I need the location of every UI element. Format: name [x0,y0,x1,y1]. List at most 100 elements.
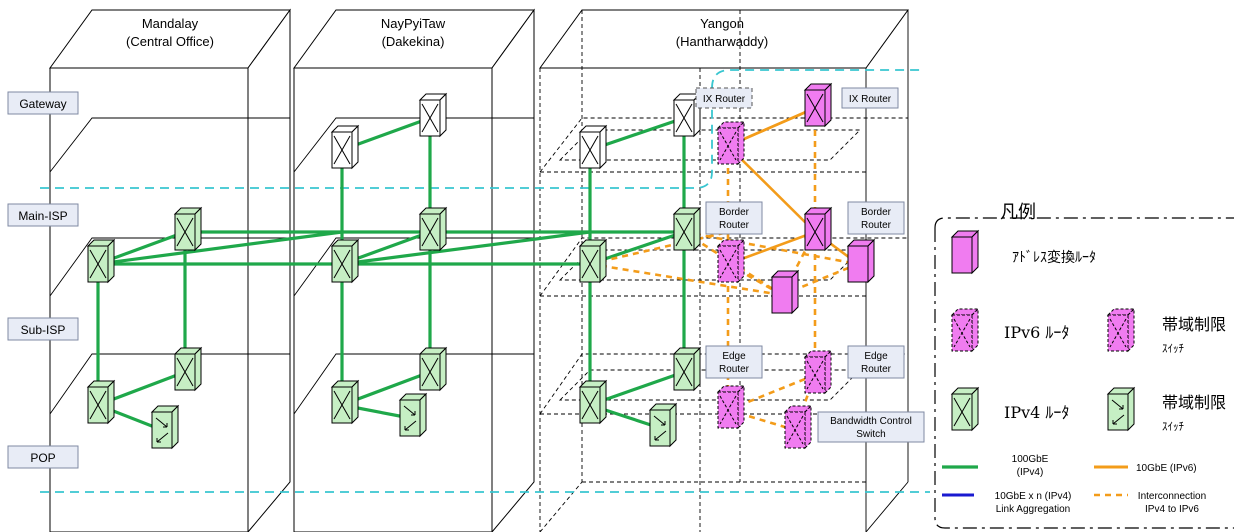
svg-text:Edge: Edge [722,351,746,362]
svg-text:Bandwidth Control: Bandwidth Control [830,416,912,427]
gateway-boundary-line [40,69,925,189]
legend-line-10gbe-lag: 10GbE x n (IPv4) Link Aggregation [942,491,1071,515]
ipv6-router-icon [716,238,746,284]
svg-text:ｽｲｯﾁ: ｽｲｯﾁ [1162,342,1184,355]
ipv4-router-icon [578,379,608,425]
svg-text:10GbE x n (IPv4): 10GbE x n (IPv4) [995,491,1072,502]
svg-text:Switch: Switch [856,429,885,440]
ipv4-router-icon [86,238,116,284]
building-naypyitaw: NayPyiTaw (Dakekina) [293,8,535,532]
svg-text:Main-ISP: Main-ISP [18,209,67,223]
layer-label-main-isp: Main-ISP [7,203,79,227]
ipv4-router-icon [950,386,980,432]
svg-text:IX Router: IX Router [849,94,892,105]
legend-line-10gbe-ipv6: 10GbE (IPv6) [1094,463,1197,474]
edge-router-label: Edge Router [847,345,905,379]
svg-text:IX Router: IX Router [703,94,746,105]
border-router-label: Border Router [705,201,763,235]
legend-line-100gbe: 100GbE (IPv4) [942,454,1049,478]
nat-router-icon [950,229,980,275]
ipv6-router-icon [950,307,980,353]
legend-ipv6-switch: 帯域制限 ｽｲｯﾁ [1106,307,1226,355]
layer-labels: Gateway Main-ISP Sub-ISP POP [7,91,79,469]
ipv6-router-icon [716,120,746,166]
border-router-icon [672,206,702,252]
legend-ipv4-router: IPv4 ﾙｰﾀ [950,386,1069,432]
svg-text:帯域制限: 帯域制限 [1162,393,1226,412]
svg-text:Border: Border [719,207,750,218]
ipv4-switch-icon [1106,386,1136,432]
bandwidth-switch-label: Bandwidth Control Switch [817,411,925,443]
svg-text:10GbE (IPv6): 10GbE (IPv6) [1136,463,1197,474]
building-title: Mandalay [142,16,199,31]
link [727,145,816,233]
svg-text:Edge: Edge [864,351,888,362]
legend-nat-router: ｱﾄﾞﾚｽ変換ﾙｰﾀ [950,229,1096,275]
building-subtitle: (Hantharwaddy) [676,34,769,49]
ipv4-router-icon [330,238,360,284]
layer-label-pop: POP [7,445,79,469]
devices [86,82,876,450]
building-title: NayPyiTaw [381,16,446,31]
building-subtitle: (Dakekina) [382,34,445,49]
svg-text:100GbE: 100GbE [1012,454,1049,465]
ipv4-router-icon [173,346,203,392]
ipv4-router-icon [418,206,448,252]
svg-text:Gateway: Gateway [19,97,66,111]
ipv6-edge-router-icon [803,349,833,395]
ipv4-router-icon [173,206,203,252]
device-labels: IX Router IX Router Border Router Border… [695,87,925,443]
ix-router-label: IX Router [841,87,899,109]
bandwidth-switch-icon [648,402,678,448]
svg-text:(IPv4): (IPv4) [1017,467,1044,478]
gateway-router-icon [330,124,360,170]
svg-text:Router: Router [719,364,750,375]
ipv4-router-icon [418,346,448,392]
gateway-router-icon [418,92,448,138]
routing-boundaries [40,69,930,493]
ipv6-ix-router-icon [803,82,833,128]
ipv4-switch-icon [398,392,428,438]
legend-title: 凡例 [1000,202,1036,223]
ipv4-router-icon [330,379,360,425]
svg-text:IPv4 ﾙｰﾀ: IPv4 ﾙｰﾀ [1004,403,1069,422]
ipv6-switch-icon [783,404,813,450]
layer-label-sub-isp: Sub-ISP [7,317,79,341]
nat-router-icon [950,229,980,275]
svg-text:Router: Router [861,220,892,231]
svg-text:Link Aggregation: Link Aggregation [996,504,1071,515]
svg-text:IPv6 ﾙｰﾀ: IPv6 ﾙｰﾀ [1004,323,1069,342]
svg-text:IPv4 to IPv6: IPv4 to IPv6 [1145,504,1199,515]
svg-text:帯域制限: 帯域制限 [1162,315,1226,334]
svg-text:POP: POP [30,451,55,465]
link [341,230,591,266]
ipv4-switch-icon [1106,386,1136,432]
ipv4-router-icon [578,238,608,284]
svg-text:Router: Router [861,364,892,375]
building-title: Yangon [700,16,744,31]
layer-label-gateway: Gateway [7,91,79,115]
link [589,230,729,266]
ipv4-router-icon [950,386,980,432]
svg-text:Router: Router [719,220,750,231]
link [589,262,783,297]
ipv6-switch-icon [1106,307,1136,353]
building-subtitle: (Central Office) [126,34,214,49]
ipv4-router-icon [86,379,116,425]
nat-router-icon [846,238,876,284]
svg-text:ｽｲｯﾁ: ｽｲｯﾁ [1162,420,1184,433]
gateway-router-icon [578,124,608,170]
legend-ipv4-switch: 帯域制限 ｽｲｯﾁ [1106,386,1226,433]
legend-ipv6-router: IPv6 ﾙｰﾀ [950,307,1069,353]
ipv6-router-icon [950,307,980,353]
link [683,230,859,266]
border-router-label: Border Router [847,201,905,235]
edge-router-icon [672,346,702,392]
ipv6-switch-icon [1106,307,1136,353]
svg-text:ｱﾄﾞﾚｽ変換ﾙｰﾀ: ｱﾄﾞﾚｽ変換ﾙｰﾀ [1012,249,1096,266]
legend: 凡例 ｱﾄﾞﾚｽ変換ﾙｰﾀ IPv6 ﾙｰﾀ 帯域制限 ｽｲｯﾁ IPv4 ﾙｰ… [934,202,1234,529]
edge-router-label: Edge Router [705,345,763,379]
link [97,230,343,266]
